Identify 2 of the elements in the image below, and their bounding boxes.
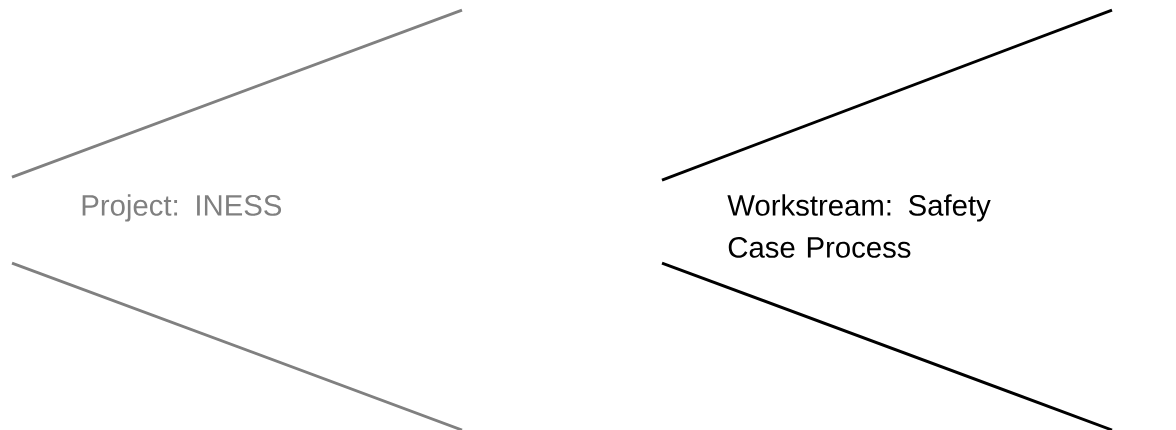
label-text: Workstream: Safety Case Process bbox=[727, 194, 991, 258]
label-text: Project: INESS bbox=[82, 194, 282, 222]
